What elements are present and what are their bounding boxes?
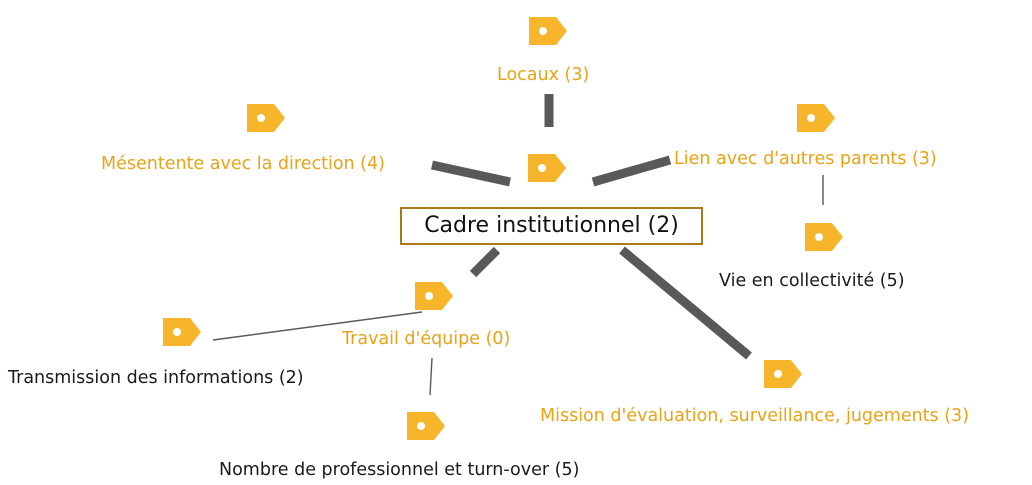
connector-lien-parents [591, 155, 672, 187]
node-label-mission[interactable]: Mission d'évaluation, surveillance, juge… [540, 406, 970, 426]
tag-icon[interactable] [404, 409, 448, 443]
tag-icon[interactable] [412, 279, 456, 313]
node-label-mesentente[interactable]: Mésentente avec la direction (4) [101, 154, 385, 174]
tag-icon[interactable] [761, 357, 805, 391]
central-topic[interactable]: Cadre institutionnel (2) [400, 207, 703, 245]
connector-travail-equipe [469, 246, 501, 278]
tag-icon[interactable] [525, 151, 569, 185]
connector-mission [619, 246, 752, 360]
connector-mesentente [431, 160, 511, 187]
node-label-transmission[interactable]: Transmission des informations (2) [8, 368, 304, 388]
tag-icon[interactable] [794, 101, 838, 135]
tag-icon[interactable] [526, 14, 570, 48]
tag-icon[interactable] [244, 101, 288, 135]
tag-icon[interactable] [160, 315, 204, 349]
node-label-vie-collectivite[interactable]: Vie en collectivité (5) [719, 271, 905, 291]
connector-nombre-professionnel [429, 357, 433, 396]
connector-transmission [212, 311, 423, 341]
node-label-lien-parents[interactable]: Lien avec d'autres parents (3) [674, 149, 937, 169]
node-label-locaux[interactable]: Locaux (3) [497, 65, 590, 85]
tag-icon[interactable] [802, 220, 846, 254]
node-label-nombre-professionnel[interactable]: Nombre de professionnel et turn-over (5) [219, 460, 580, 480]
node-label-travail-equipe[interactable]: Travail d'équipe (0) [342, 329, 511, 349]
